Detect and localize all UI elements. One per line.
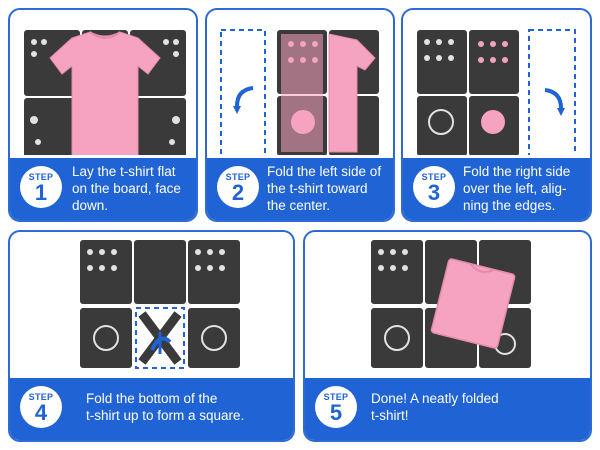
step-5-text: Done! A neatly folded t-shirt!: [371, 391, 499, 423]
step-1-text: Lay the t-shirt flat on the board, face …: [72, 164, 181, 213]
step-2-illustration: [220, 29, 379, 157]
step-3-badge: STEP 3: [413, 166, 455, 208]
step-3-caption: STEP 3 Fold the right side over the left…: [403, 155, 590, 220]
step-3-text: Fold the right side over the left, alig-…: [463, 164, 571, 213]
step-5-caption: STEP 5 Done! A neatly folded t-shirt!: [305, 375, 590, 440]
step-1-caption: STEP 1 Lay the t-shirt flat on the board…: [10, 155, 196, 220]
step-4-caption: STEP 4 Fold the bottom of the t-shirt up…: [10, 375, 293, 440]
step-4-text: Fold the bottom of the t-shirt up to for…: [86, 391, 245, 423]
step-card-1: STEP 1 Lay the t-shirt flat on the board…: [8, 8, 198, 222]
step-card-2: STEP 2 Fold the left side of the t-shirt…: [205, 8, 395, 222]
step-card-4: STEP 4 Fold the bottom of the t-shirt up…: [8, 230, 295, 442]
step-card-3: STEP 3 Fold the right side over the left…: [401, 8, 592, 222]
step-card-5: STEP 5 Done! A neatly folded t-shirt!: [303, 230, 592, 442]
step-2-caption: STEP 2 Fold the left side of the t-shirt…: [207, 155, 393, 220]
step-4-illustration: [80, 240, 240, 369]
step-1-illustration: [24, 30, 186, 163]
fold-arrow-icon: [235, 86, 254, 107]
fold-arrow-icon: [544, 88, 563, 109]
folded-t-shirt: [430, 258, 516, 349]
step-3-illustration: [417, 29, 576, 157]
step-5-illustration: [371, 240, 531, 368]
fold-arrow-icon: [150, 336, 172, 351]
step-4-badge: STEP 4: [20, 386, 62, 428]
step-5-badge: STEP 5: [315, 386, 357, 428]
step-2-badge: STEP 2: [217, 166, 259, 208]
step-1-badge: STEP 1: [20, 166, 62, 208]
step-2-text: Fold the left side of the t-shirt toward…: [267, 164, 382, 213]
